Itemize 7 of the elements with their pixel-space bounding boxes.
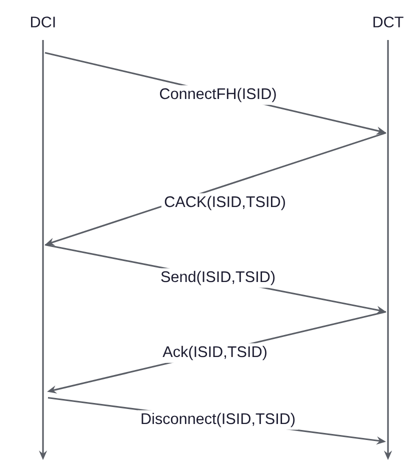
edge-label: Ack(ISID,TSID): [160, 343, 270, 363]
lifeline-label: DCT: [374, 16, 404, 28]
lifeline-label: DCI: [31, 16, 55, 28]
edge-label: Send(ISID,TSID): [158, 268, 278, 288]
edge-label: ConnectFH(ISID): [156, 85, 280, 105]
edge-label: CACK(ISID,TSID): [161, 193, 289, 213]
edge-label: Disconnect(ISID,TSID): [138, 410, 298, 430]
